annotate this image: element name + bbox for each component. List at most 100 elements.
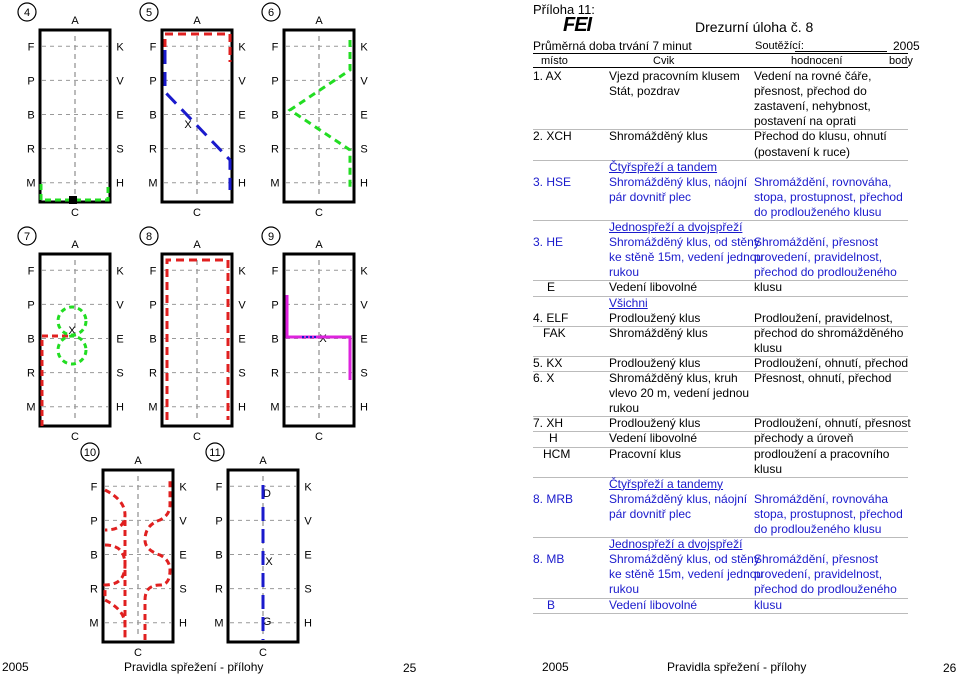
arena-letter-V: V bbox=[238, 75, 246, 87]
evaluation-text: Vedení na rovné čáře, bbox=[754, 69, 872, 83]
arena-letter-K: K bbox=[238, 265, 246, 277]
arena-letter-S: S bbox=[238, 368, 245, 380]
arena-number: 11 bbox=[209, 447, 220, 459]
arena-letter-M: M bbox=[26, 402, 35, 414]
row-divider bbox=[533, 220, 908, 221]
evaluation-text: klusu bbox=[754, 280, 783, 295]
arena-letter-S: S bbox=[238, 144, 245, 156]
section-heading: Čtyřspřeží a tandem bbox=[609, 159, 718, 174]
route-line bbox=[165, 258, 230, 420]
footer-right-title: Pravidla spřežení - přílohy bbox=[667, 660, 807, 674]
evaluation-text: do prodlouženého klusu bbox=[754, 522, 882, 536]
evaluation-text: klusu bbox=[754, 597, 783, 612]
row-divider bbox=[533, 612, 908, 614]
section-heading: Všichni bbox=[609, 295, 648, 310]
exercise-text: pár dovnitř plec bbox=[609, 189, 692, 204]
arena-letter-A: A bbox=[134, 455, 142, 467]
row-divider bbox=[533, 597, 908, 599]
exercise-number: 4. ELF bbox=[533, 310, 569, 325]
arena-letter-A: A bbox=[193, 239, 201, 251]
evaluation-text: Prodloužení, ohnutí, přechod bbox=[754, 355, 909, 370]
arena-letter-E: E bbox=[116, 110, 123, 122]
exercise-number: 5. KX bbox=[533, 355, 563, 370]
arena-letter-R: R bbox=[27, 368, 35, 380]
evaluation-text: Shromáždění, rovnováha, bbox=[754, 174, 892, 189]
evaluation-text: zastavení, nehybnost, bbox=[754, 99, 871, 114]
exercise-number: 6. X bbox=[533, 371, 555, 385]
evaluation-text: přechod do shromážděného bbox=[754, 325, 904, 340]
exercise-text: Pracovní klus bbox=[609, 446, 682, 461]
arena-border bbox=[282, 28, 356, 204]
arena-letter-E: E bbox=[116, 334, 123, 346]
arena-letter-H: H bbox=[238, 178, 246, 190]
arena-letter-A: A bbox=[315, 15, 323, 27]
arena-letter-K: K bbox=[360, 41, 368, 53]
arena-letter-A: A bbox=[71, 15, 79, 27]
arena-letter-B: B bbox=[149, 334, 156, 346]
footer-left-title: Pravidla spřežení - přílohy bbox=[124, 660, 264, 674]
arena-number-circle bbox=[205, 442, 225, 462]
exercise-number: 7. XH bbox=[533, 416, 564, 431]
exercise-number: 8. MRB bbox=[533, 491, 574, 506]
exercise-text: rukou bbox=[609, 265, 640, 280]
evaluation-text: přechod do prodlouženého bbox=[754, 582, 897, 597]
arena-letter-C: C bbox=[193, 207, 201, 219]
arena-letter-R: R bbox=[90, 584, 98, 596]
arena-number: 7 bbox=[24, 231, 30, 243]
arena-letter-X: X bbox=[68, 325, 76, 337]
arena-letter-V: V bbox=[116, 299, 124, 311]
evaluation-text: přesnost, přechod do bbox=[754, 84, 867, 99]
arena-letter-V: V bbox=[360, 75, 368, 87]
arena-letter-P: P bbox=[149, 299, 156, 311]
row-divider bbox=[533, 280, 908, 282]
exercise-number: 2. XCH bbox=[533, 129, 572, 144]
arena-letter-A: A bbox=[71, 239, 79, 251]
row-divider bbox=[533, 129, 908, 131]
evaluation-text: provedení, pravidelnost, bbox=[754, 567, 883, 582]
arena-letter-X: X bbox=[319, 333, 327, 345]
route-line bbox=[163, 32, 232, 62]
arena-letter-B: B bbox=[149, 110, 156, 122]
row-divider bbox=[533, 431, 908, 433]
arena-letter-B: B bbox=[215, 550, 222, 562]
arena-letter-V: V bbox=[179, 515, 187, 527]
arena-letter-P: P bbox=[149, 75, 156, 87]
section-heading: Jednospřeží a dvojspřeží bbox=[609, 537, 743, 552]
arena-diagrams: 4ACFPBRMKVESH5ACFPBRMKVESHX6ACFPBRMKVESH… bbox=[17, 2, 368, 659]
arena-number: 9 bbox=[268, 231, 274, 243]
arena-letter-H: H bbox=[360, 402, 368, 414]
row-divider bbox=[533, 355, 908, 357]
evaluation-text: (postavení k ruce) bbox=[754, 144, 851, 159]
evaluation-text: přechod do prodlouženého bbox=[754, 265, 897, 280]
arena-number: 10 bbox=[84, 447, 96, 459]
exercise-number: 3. HE bbox=[533, 235, 564, 250]
route-circle bbox=[56, 334, 88, 366]
exercise-number: E bbox=[547, 280, 556, 295]
route-line bbox=[285, 295, 352, 380]
arena-letter-H: H bbox=[238, 402, 246, 414]
competitor-label: Soutěžící: bbox=[755, 40, 804, 52]
evaluation-text: Shromáždění, přesnost bbox=[754, 235, 879, 250]
exercise-text: Vedení libovolné bbox=[609, 597, 698, 612]
route-line bbox=[103, 488, 127, 640]
arena-letter-E: E bbox=[238, 334, 245, 346]
arena-letter-G: G bbox=[263, 616, 272, 628]
year-text: 2005 bbox=[893, 39, 920, 53]
evaluation-text: Přechod do klusu, ohnutí bbox=[754, 129, 887, 144]
arena-letter-M: M bbox=[148, 402, 157, 414]
exercise-text: Vjezd pracovním klusem bbox=[609, 69, 740, 83]
exercise-text: Shromážděný klus, kruh bbox=[609, 371, 738, 385]
arena-letter-S: S bbox=[304, 584, 311, 596]
arena-letter-X: X bbox=[265, 556, 273, 568]
exercise-text: pár dovnitř plec bbox=[609, 506, 692, 521]
evaluation-text: do prodlouženého klusu bbox=[754, 204, 882, 219]
arena-border bbox=[160, 28, 234, 204]
evaluation-text: přechody a úroveň bbox=[754, 431, 854, 446]
arena-letter-M: M bbox=[26, 178, 35, 190]
arena-letter-P: P bbox=[215, 515, 222, 527]
evaluation-text: Prodloužení, ohnutí, přesnost bbox=[754, 416, 911, 431]
arena-letter-R: R bbox=[215, 584, 223, 596]
evaluation-text: klusu bbox=[754, 461, 783, 476]
exercise-text: Shromážděný klus, náojní bbox=[609, 174, 748, 189]
arena-letter-V: V bbox=[360, 299, 368, 311]
